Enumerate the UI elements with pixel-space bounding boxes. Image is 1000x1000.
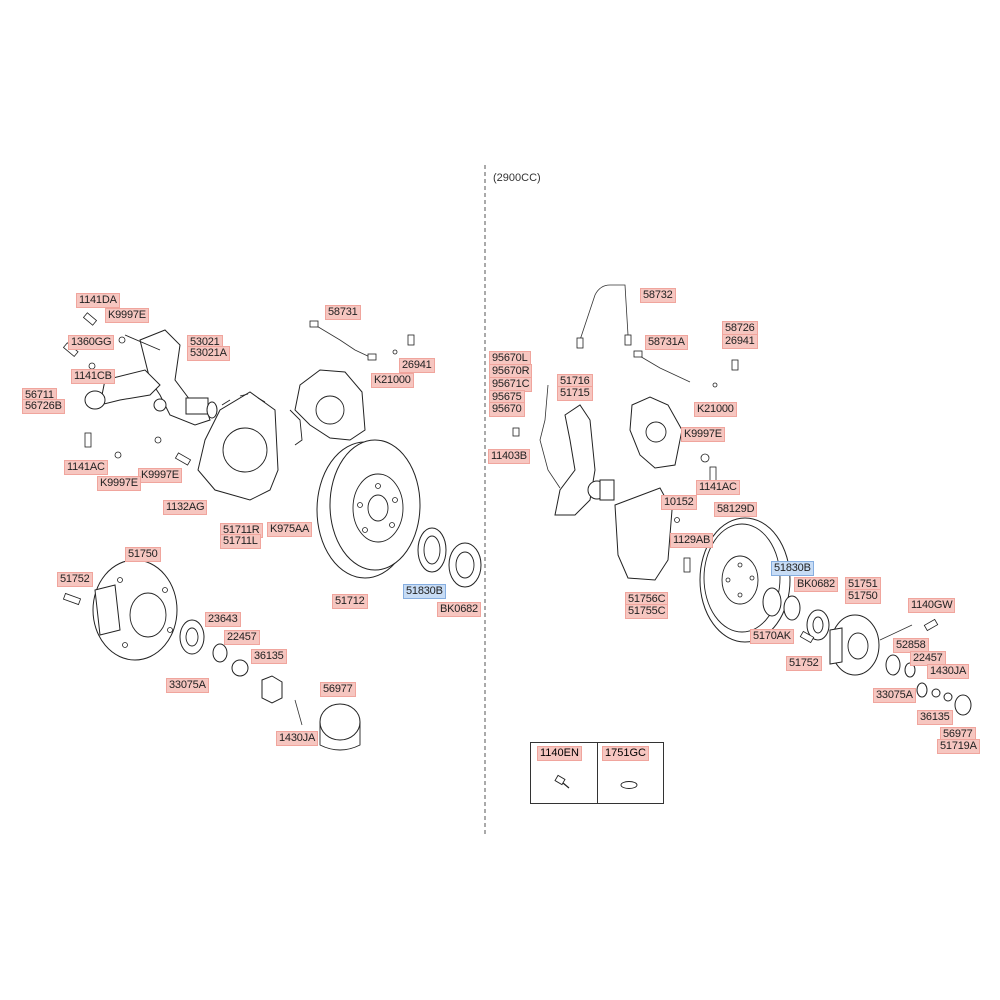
part-label[interactable]: K21000 (694, 402, 737, 417)
part-label[interactable]: 1141AC (64, 460, 108, 475)
part-label[interactable]: 51756C (625, 592, 669, 607)
bolt-icon (554, 774, 570, 789)
part-label[interactable]: 58129D (714, 502, 758, 517)
caliper-right-drawing (629, 396, 683, 469)
part-label[interactable]: 51755C (625, 604, 669, 619)
part-label[interactable]: 23643 (205, 612, 241, 627)
part-label-highlighted[interactable]: 51830B (771, 561, 814, 576)
wheel-hub-drawing (92, 559, 178, 661)
part-label[interactable]: 1360GG (68, 335, 115, 350)
part-label[interactable]: 52858 (893, 638, 929, 653)
part-label[interactable]: 36135 (251, 649, 287, 664)
part-label[interactable]: BK0682 (794, 577, 838, 592)
part-label[interactable]: 56726B (22, 399, 65, 414)
part-label[interactable]: 95670 (489, 402, 525, 417)
part-label[interactable]: K9997E (681, 427, 725, 442)
oil-seal-drawing (417, 527, 447, 573)
lock-nut-drawing (261, 675, 283, 704)
dust-shield-right-drawing (614, 487, 673, 581)
brake-disc-drawing (316, 439, 421, 579)
legend-header[interactable]: 1751GC (602, 746, 649, 761)
part-label[interactable]: K9997E (138, 468, 182, 483)
brake-disc-right-drawing (699, 517, 791, 643)
part-label[interactable]: 58731 (325, 305, 361, 320)
part-label[interactable]: 26941 (399, 358, 435, 373)
part-label[interactable]: K21000 (371, 373, 414, 388)
part-label[interactable]: K9997E (97, 476, 141, 491)
knuckle-right-drawing (554, 404, 596, 516)
part-label[interactable]: 1430JA (276, 731, 319, 746)
part-label[interactable]: 1141AC (696, 480, 740, 495)
part-label[interactable]: 51716 (557, 374, 593, 389)
brake-caliper-drawing (289, 369, 366, 446)
part-label[interactable]: 10152 (661, 495, 697, 510)
part-label[interactable]: 56977 (320, 682, 356, 697)
part-label[interactable]: 1141DA (76, 293, 120, 308)
part-label[interactable]: K9997E (105, 308, 149, 323)
outer-bearing-drawing (179, 619, 205, 655)
part-label[interactable]: 56977 (940, 727, 976, 742)
hub-cap-drawing (319, 703, 361, 741)
part-label[interactable]: 51712 (332, 594, 368, 609)
part-label[interactable]: 51750 (125, 547, 161, 562)
part-label[interactable]: 1132AG (163, 500, 208, 515)
part-label[interactable]: BK0682 (437, 602, 481, 617)
variant-note: (2900CC) (493, 172, 541, 184)
part-label[interactable]: 26941 (722, 334, 758, 349)
fastener-legend: 1140EN 1751GC (530, 742, 664, 804)
part-label[interactable]: 51750 (845, 589, 881, 604)
part-label[interactable]: 58732 (640, 288, 676, 303)
legend-header[interactable]: 1140EN (537, 746, 582, 761)
abs-sensor-drawing (539, 384, 561, 489)
part-label[interactable]: 33075A (166, 678, 209, 693)
part-label[interactable]: 51752 (57, 572, 93, 587)
part-label[interactable]: 53021A (187, 346, 230, 361)
brake-hose-left (314, 324, 373, 359)
legend-divider (597, 743, 598, 803)
part-label[interactable]: 36135 (917, 710, 953, 725)
legend-icons (554, 774, 638, 789)
part-label-highlighted[interactable]: 51830B (403, 584, 446, 599)
steering-knuckle-drawing (84, 329, 218, 426)
part-label[interactable]: 51711L (220, 534, 261, 549)
part-label[interactable]: 51719A (937, 739, 980, 754)
part-label[interactable]: 51715 (557, 386, 593, 401)
part-label[interactable]: 1140GW (908, 598, 956, 613)
brake-hose-right (579, 284, 629, 341)
bearing-drawing (448, 542, 482, 588)
clip-icon (620, 781, 638, 789)
part-label[interactable]: 5170AK (750, 629, 794, 644)
part-label[interactable]: 1129AB (670, 533, 714, 548)
part-label[interactable]: 11403B (488, 449, 530, 464)
seal-right-drawing (762, 587, 782, 617)
part-label[interactable]: 1430JA (927, 664, 970, 679)
part-label[interactable]: 33075A (873, 688, 916, 703)
part-label[interactable]: 51752 (786, 656, 822, 671)
part-label[interactable]: K975AA (267, 522, 313, 537)
part-label[interactable]: 58731A (645, 335, 688, 350)
part-label[interactable]: 22457 (224, 630, 260, 645)
part-label[interactable]: 1141CB (71, 369, 115, 384)
part-label[interactable]: 95671C (489, 377, 533, 392)
dust-shield-drawing (197, 391, 279, 501)
